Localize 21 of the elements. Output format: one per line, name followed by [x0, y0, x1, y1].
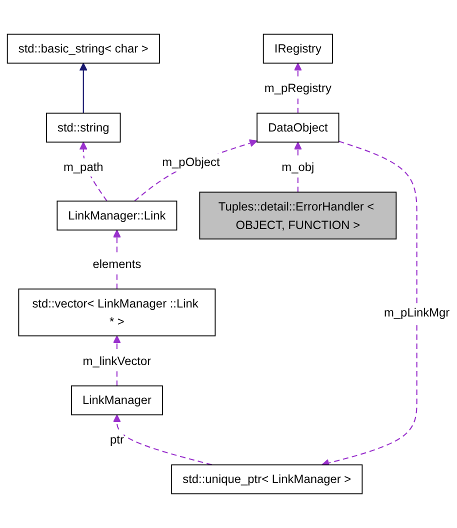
edge-label: m_pRegistry [264, 81, 332, 95]
arrow [134, 139, 258, 202]
arrow [112, 414, 212, 466]
node-box: std::string [46, 112, 121, 143]
node-box: LinkManager::Link [56, 200, 178, 230]
node-box: IRegistry [262, 34, 333, 64]
node-box: DataObject [256, 112, 340, 143]
node-box: Tuples::detail::ErrorHandler < OBJECT, FUNCTION > [199, 192, 397, 240]
node-box: std::unique_ptr< LinkManager > [171, 464, 363, 494]
node-box: std::vector< LinkManager ::Link * > [18, 288, 216, 336]
edge-label: m_pLinkMgr [384, 305, 450, 320]
arrow [321, 140, 418, 467]
arrow [79, 62, 88, 114]
edge-label: m_linkVector [82, 354, 152, 368]
node-box: std::basic_string< char > [6, 34, 160, 64]
edge-label: m_obj [282, 160, 314, 174]
node-box: LinkManager [70, 385, 163, 416]
edge-label: elements [92, 256, 142, 271]
edge-label: m_pObject [162, 155, 220, 169]
edge-label: ptr [110, 432, 124, 446]
edge-label: m_path [63, 160, 104, 174]
